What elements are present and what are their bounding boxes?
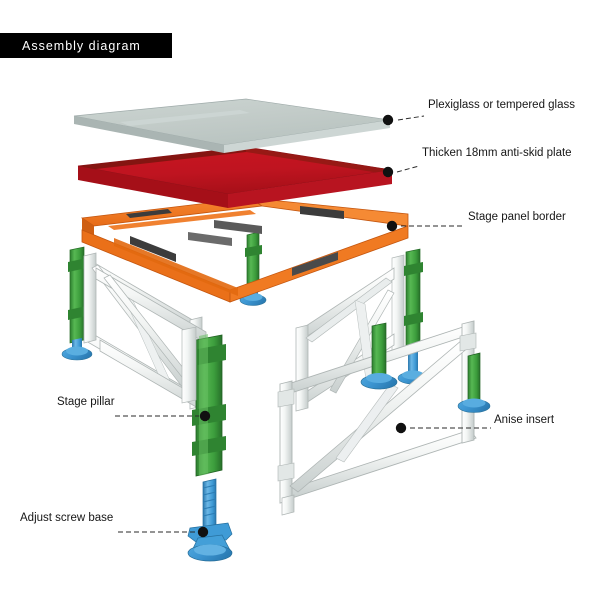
callout-dots [197, 114, 407, 538]
callout-label-stage-pillar: Stage pillar [57, 396, 115, 408]
callout-label-stage-panel-border: Stage panel border [468, 211, 566, 223]
pillar-far-right [457, 352, 491, 413]
leader-line-anti-skid-plate [396, 165, 420, 173]
truss-sleeve [277, 462, 295, 482]
border-bracket [214, 220, 262, 234]
truss-sleeve [277, 388, 295, 408]
anise-insert-truss [277, 320, 477, 516]
callout-dot-plexiglass [382, 114, 394, 126]
border-bracket [188, 232, 232, 246]
page-title: Assembly diagram [22, 38, 141, 53]
callout-label-anise-insert: Anise insert [494, 414, 555, 426]
callout-leaders [115, 115, 491, 533]
title-banner: Assembly diagram [0, 33, 172, 58]
callout-dot-anti-skid-plate [382, 166, 394, 178]
callout-dot-anise-insert [395, 422, 407, 434]
border-bracket [130, 236, 176, 262]
callout-dot-adjust-screw-base [197, 526, 209, 538]
border-bracket [292, 252, 338, 276]
border-bracket [300, 206, 344, 219]
leader-line-plexiglass [397, 115, 425, 121]
callout-dot-stage-panel-border [386, 220, 398, 232]
callout-label-adjust-screw-base: Adjust screw base [20, 512, 114, 524]
pillar-inside-truss [360, 322, 398, 390]
border-bracket [126, 209, 172, 218]
callout-label-anti-skid-plate: Thicken 18mm anti-skid plate [422, 147, 572, 159]
callout-label-plexiglass: Plexiglass or tempered glass [428, 99, 576, 111]
callout-dot-stage-pillar [199, 410, 211, 422]
truss-sleeve [459, 332, 477, 352]
glass-panel [73, 98, 391, 153]
stage-pillar-front [181, 326, 226, 477]
adjust-screw-base [187, 478, 233, 562]
anti-skid-plate [77, 146, 393, 208]
